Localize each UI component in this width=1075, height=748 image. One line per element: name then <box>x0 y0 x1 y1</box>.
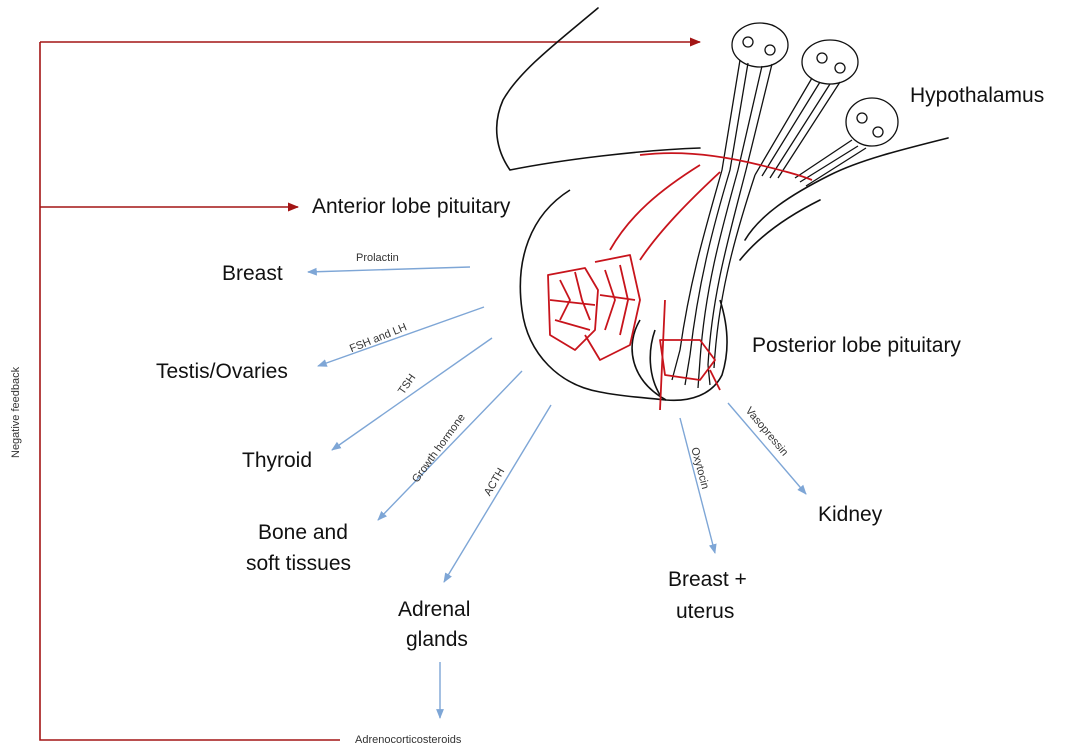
neuron-cluster-2 <box>755 40 858 178</box>
adrenal-label-line2: glands <box>406 628 468 652</box>
portal-vessels <box>548 153 812 410</box>
breast-label: Breast <box>222 262 283 286</box>
neuron-cluster-3 <box>795 98 898 186</box>
prolactin-label: Prolactin <box>356 252 399 265</box>
arrow-prolactin <box>308 267 470 272</box>
anterior-lobe-outline <box>520 190 666 400</box>
testis-ovaries-label: Testis/Ovaries <box>156 360 288 384</box>
posterior-lobe-label: Posterior lobe pituitary <box>752 334 961 358</box>
adrenal-label-line1: Adrenal <box>398 598 470 622</box>
pituitary-gland <box>520 190 727 400</box>
thyroid-label: Thyroid <box>242 449 312 473</box>
feedback-line-vertical <box>40 42 340 740</box>
hypothalamus-label: Hypothalamus <box>910 84 1044 108</box>
breast-uterus-label-line1: Breast + <box>668 568 747 592</box>
breast-uterus-label-line2: uterus <box>676 600 734 624</box>
brain-outline <box>497 8 948 260</box>
arrow-fsh-lh <box>318 307 484 366</box>
negative-feedback-loop <box>40 42 700 740</box>
arrow-acth <box>444 405 551 582</box>
adrenocorticosteroids-label: Adrenocorticosteroids <box>355 734 461 747</box>
anterior-lobe-label: Anterior lobe pituitary <box>312 195 510 219</box>
axon-tract <box>672 170 755 388</box>
arrow-growth-hormone <box>378 371 522 520</box>
arrow-vasopressin <box>728 403 806 494</box>
neuron-cluster-1 <box>722 23 788 170</box>
capillary-bed-left <box>548 268 598 350</box>
negative-feedback-label: Negative feedback <box>10 367 23 458</box>
bone-label-line2: soft tissues <box>246 552 351 576</box>
kidney-label: Kidney <box>818 503 882 527</box>
bone-label-line1: Bone and <box>258 521 348 545</box>
arrow-tsh <box>332 338 492 450</box>
